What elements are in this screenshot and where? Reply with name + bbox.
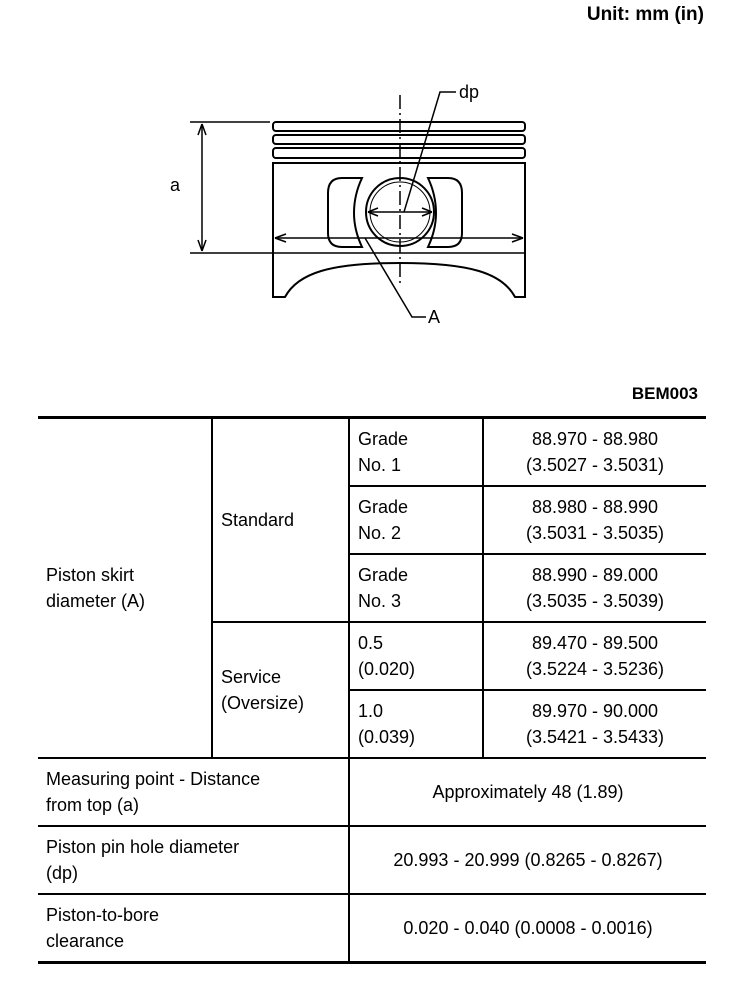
piston-ring-land-1 xyxy=(272,121,526,132)
table-row: Piston skirt diameter (A) Standard Grade… xyxy=(38,416,706,759)
dimension-a-arrow-top xyxy=(197,123,207,136)
piston-skirt-outline xyxy=(272,162,526,298)
row-value: Approximately 48 (1.89) xyxy=(348,757,706,827)
table-row: Service (Oversize) 0.5 (0.020) 89.470 - … xyxy=(38,621,706,759)
table-row: Piston-to-bore clearance 0.020 - 0.040 (… xyxy=(38,893,706,964)
dimension-dp-arrow-left xyxy=(367,207,379,217)
grade-cell: Grade No. 1 xyxy=(348,416,484,487)
row-label: Piston-to-bore clearance xyxy=(38,893,350,964)
leader-dp xyxy=(403,91,456,213)
piston-ring-land-3 xyxy=(272,147,526,159)
piston-ring-land-2 xyxy=(272,134,526,145)
dimension-a-arrow-bottom xyxy=(197,239,207,252)
unit-label: Unit: mm (in) xyxy=(586,4,704,25)
table-row: Grade No. 2 88.980 - 88.990 (3.5031 - 3.… xyxy=(38,485,706,555)
value-cell: 88.970 - 88.980 (3.5027 - 3.5031) xyxy=(482,416,706,487)
table-row: Measuring point - Distance from top (a) … xyxy=(38,757,706,827)
grade-cell: Grade No. 2 xyxy=(348,485,484,555)
dimension-dp-arrow-right xyxy=(421,207,433,217)
dimension-A-arrow-right xyxy=(511,233,524,243)
grade-cell: Grade No. 3 xyxy=(348,553,484,623)
size-cell: 1.0 (0.039) xyxy=(348,689,484,759)
row-label: Piston pin hole diameter (dp) xyxy=(38,825,350,895)
row-label: Measuring point - Distance from top (a) xyxy=(38,757,350,827)
value-cell: 88.990 - 89.000 (3.5035 - 3.5039) xyxy=(482,553,706,623)
dimension-A-arrow-left xyxy=(274,233,287,243)
leader-A xyxy=(364,237,426,318)
service-label: Service (Oversize) xyxy=(211,621,350,759)
value-cell: 89.470 - 89.500 (3.5224 - 3.5236) xyxy=(482,621,706,691)
table-row: Grade No. 3 88.990 - 89.000 (3.5035 - 3.… xyxy=(38,553,706,623)
label-a: a xyxy=(170,175,181,195)
size-cell: 0.5 (0.020) xyxy=(348,621,484,691)
piston-pin-boss xyxy=(426,177,463,248)
value-cell: 89.970 - 90.000 (3.5421 - 3.5433) xyxy=(482,689,706,759)
standard-label: Standard xyxy=(211,416,350,623)
table-row: 1.0 (0.039) 89.970 - 90.000 (3.5421 - 3.… xyxy=(38,689,706,759)
piston-spec-table: Piston skirt diameter (A) Standard Grade… xyxy=(38,416,706,964)
value-cell: 88.980 - 88.990 (3.5031 - 3.5035) xyxy=(482,485,706,555)
piston-pin-boss xyxy=(327,177,364,248)
figure-id: BEM003 xyxy=(631,384,698,403)
row-value: 20.993 - 20.999 (0.8265 - 0.8267) xyxy=(348,825,706,895)
table-row: Piston pin hole diameter (dp) 20.993 - 2… xyxy=(38,825,706,895)
skirt-label: Piston skirt diameter (A) xyxy=(38,416,213,759)
label-A: A xyxy=(428,307,440,327)
row-value: 0.020 - 0.040 (0.0008 - 0.0016) xyxy=(348,893,706,964)
label-dp: dp xyxy=(459,82,479,102)
piston-diagram: dp a A xyxy=(170,82,526,327)
